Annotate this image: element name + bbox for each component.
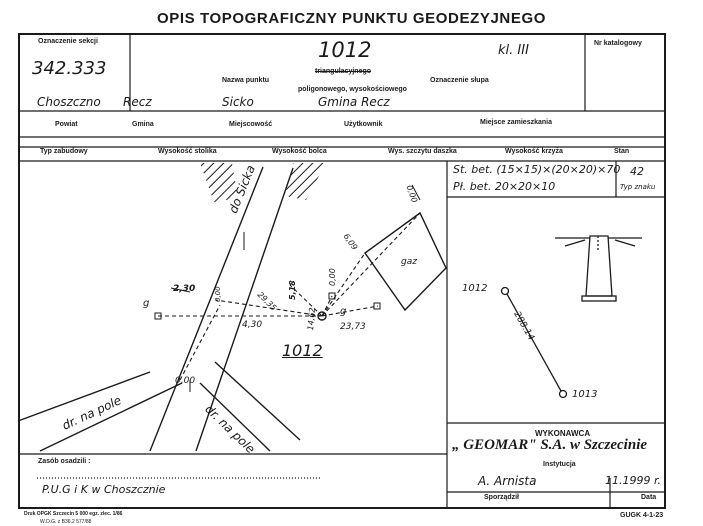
miejscowosc-value: Sicko	[222, 95, 254, 109]
sporzadzil-label: Sporządził	[484, 494, 520, 501]
uzytkownik-label: Użytkownik	[344, 121, 383, 128]
typ-zabudowy-label: Typ zabudowy	[40, 148, 88, 155]
measure-230: 2,30	[173, 284, 196, 294]
uzytkownik-value: Gmina Recz	[318, 95, 390, 109]
marker-type-value: 42	[630, 165, 644, 178]
road-edge-1	[149, 166, 264, 452]
section-value: 342.333	[32, 58, 107, 79]
form-title: OPIS TOPOGRAFICZNY PUNKTU GEODEZYJNEGO	[157, 10, 546, 27]
stan-label: Stan	[614, 148, 630, 155]
marker-type-label: Typ znaku	[620, 183, 656, 191]
point-class: kl. III	[498, 43, 529, 58]
miejscowosc-label: Miejscowość	[229, 121, 273, 128]
diagram-to-label: 1013	[572, 389, 598, 400]
gas-label: gaz	[401, 257, 417, 267]
point-type-2: poligonowego, wysokościowego	[298, 86, 407, 93]
gmina-value: Recz	[123, 95, 152, 109]
ground-mark-g1: g	[143, 298, 150, 309]
form-code: GUGK 4-1-23	[620, 512, 664, 519]
author-name: A. Arnista	[478, 474, 537, 488]
pillar-label: Oznaczenie słupa	[430, 77, 489, 84]
wys-bolca-label: Wysokość bolca	[272, 148, 327, 155]
contractor-firm: „ GEOMAR" S.A. w Szczecinie	[452, 437, 648, 453]
ground-mark-g2: g	[340, 306, 347, 317]
point-number: 1012	[318, 38, 372, 62]
form-frame	[18, 33, 666, 509]
diagram-from-label: 1012	[462, 283, 488, 294]
measure-2373: 23,73	[340, 322, 366, 332]
zamieszkanie-label: Miejsce zamieszkania	[480, 119, 552, 126]
measure-430: 4,30	[242, 320, 263, 330]
wykonawca-label: WYKONAWCA	[535, 429, 591, 438]
measure-000-a: 0,00	[175, 376, 196, 386]
data-label: Data	[641, 494, 657, 501]
powiat-label: Powiat	[55, 121, 78, 128]
side-road-edge-3	[199, 382, 271, 452]
road-edge-2	[195, 167, 294, 452]
point-name-label: Nazwa punktu	[222, 77, 270, 84]
zasob-label: Zasób osadzili :	[38, 458, 91, 465]
powiat-value: Choszczno	[37, 95, 101, 109]
wys-krzyza-label: Wysokość krzyża	[505, 148, 563, 155]
sketch-point-label: 1012	[282, 341, 323, 360]
print-info-2: W.O.G. z B36.2 577/88	[40, 519, 92, 525]
marker-pl-bet: Pł. bet. 20×20×10	[453, 180, 556, 193]
side-road-edge-2	[39, 382, 183, 452]
marker-st-bet: St. bet. (15×15)×(20×20)×70	[453, 163, 621, 176]
print-info-1: Druk OPGK Szczecin 5 000 egz. zlec. 1/86	[24, 511, 123, 517]
form-date: 11.1999 r.	[605, 474, 661, 487]
catalog-label: Nr katalogowy	[594, 40, 642, 47]
side-road-edge-1	[17, 371, 151, 422]
zasob-value: P.U.G i K w Choszcznie	[42, 483, 166, 496]
instytucja-label: Instytucja	[543, 461, 576, 468]
building-right	[285, 163, 326, 200]
section-label: Oznaczenie sekcji	[38, 38, 98, 45]
building-left	[200, 163, 238, 202]
point-type-1: triangulacyjnego	[315, 68, 372, 75]
gas-station-outline	[364, 211, 447, 312]
gmina-label: Gmina	[132, 121, 154, 128]
side-road-edge-4	[214, 361, 301, 441]
wys-szczytu-label: Wys. szczytu daszka	[388, 148, 457, 155]
wys-stolika-label: Wysokość stolika	[158, 148, 217, 155]
